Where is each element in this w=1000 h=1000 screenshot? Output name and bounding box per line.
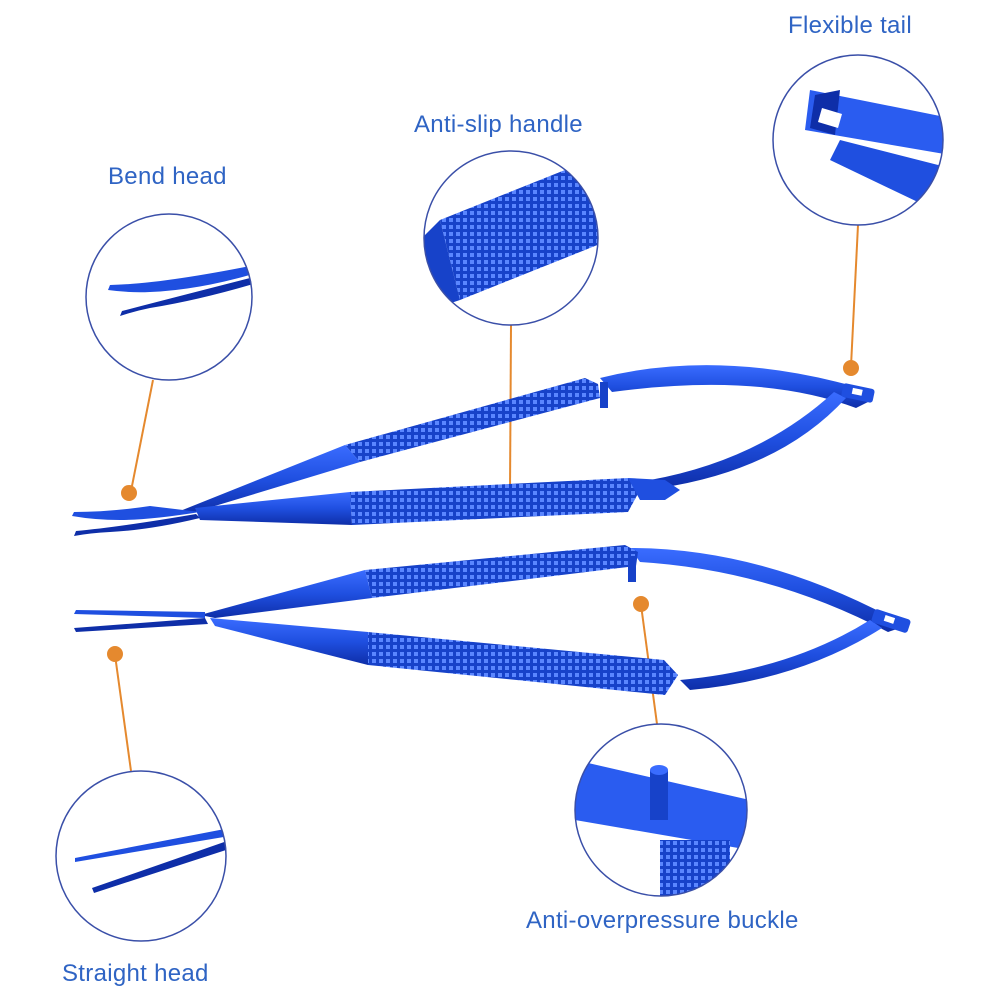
- anti-overpressure-buckle-callout: [574, 723, 748, 897]
- flexible-tail-label: Flexible tail: [788, 12, 912, 39]
- straight-head-label: Straight head: [62, 960, 209, 987]
- straight-head-callout: [55, 770, 227, 942]
- anti-slip-handle-callout: [423, 150, 599, 326]
- anti-overpressure-buckle-label: Anti-overpressure buckle: [526, 907, 799, 934]
- curved-scissors: [72, 365, 875, 536]
- bend-head-label: Bend head: [108, 163, 227, 190]
- bend-head-callout: [85, 213, 253, 381]
- straight-scissors: [74, 545, 911, 695]
- anti-slip-handle-label: Anti-slip handle: [414, 111, 583, 138]
- flexible-tail-callout: [772, 54, 944, 226]
